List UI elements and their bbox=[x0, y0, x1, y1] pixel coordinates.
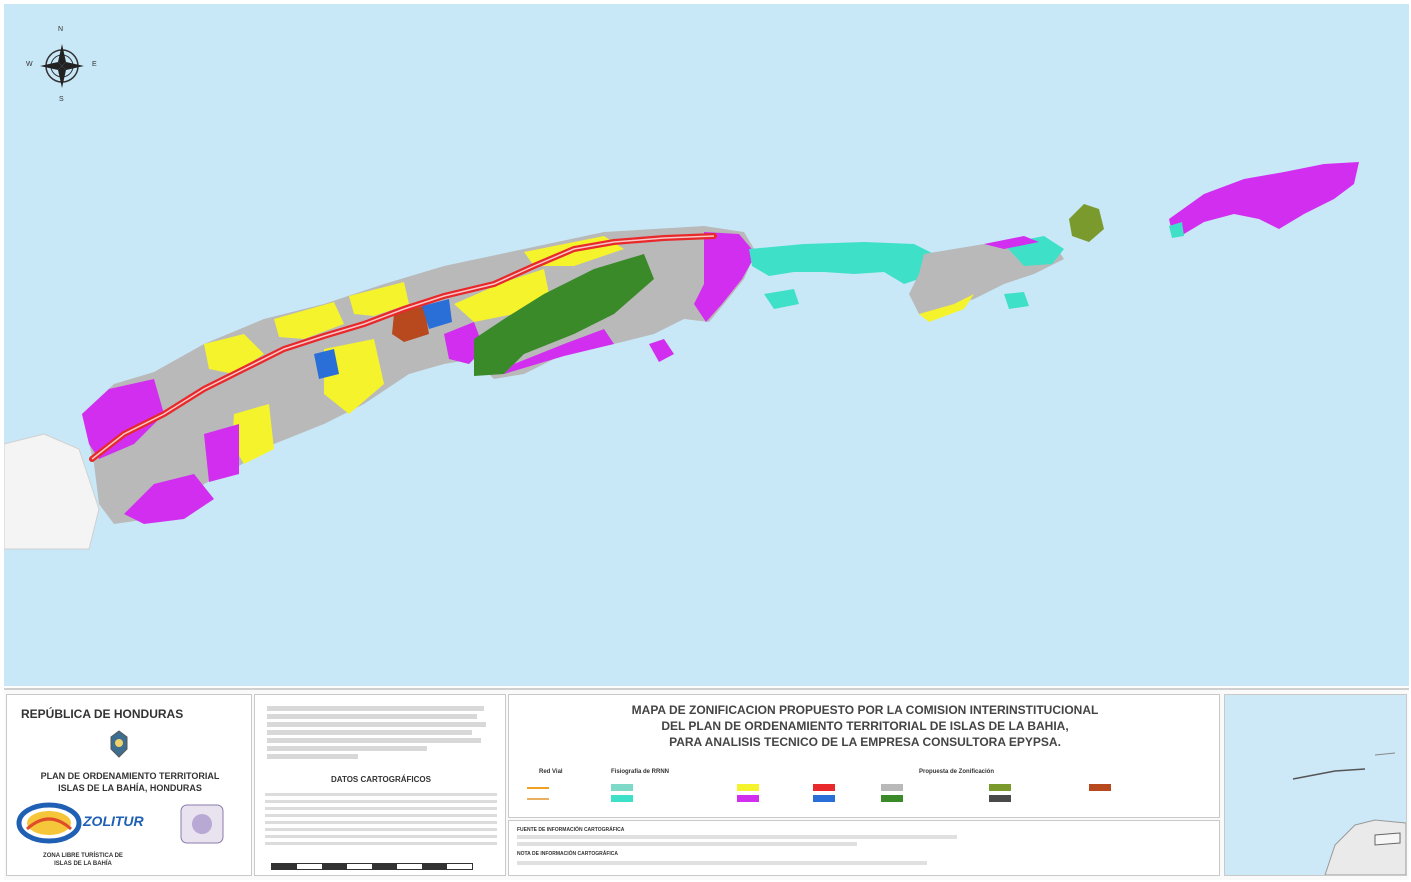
islet-east-cyan bbox=[1004, 292, 1029, 309]
plan-title-1: PLAN DE ORDENAMIENTO TERRITORIAL bbox=[40, 771, 220, 781]
legend-zone-red bbox=[813, 784, 835, 791]
legend-fisiografia-title: Fisiografía de RRNN bbox=[611, 769, 670, 775]
zone-magenta-mid-2 bbox=[204, 424, 239, 482]
legend-zone-blue bbox=[813, 795, 835, 802]
legend-panel: REPÚBLICA DE HONDURAS PLAN DE ORDENAMIEN… bbox=[4, 688, 1409, 880]
legend-road-2 bbox=[527, 798, 549, 800]
zone-yellow-7 bbox=[324, 339, 384, 414]
road-main-inner bbox=[91, 235, 715, 460]
island-cyan bbox=[749, 242, 934, 284]
compass-w: W bbox=[26, 61, 33, 68]
zone-magenta-south-park bbox=[504, 329, 614, 374]
island-east-yellow bbox=[919, 294, 974, 322]
nota-label: NOTA DE INFORMACIÓN CARTOGRÁFICA bbox=[517, 851, 619, 857]
zone-yellow-6 bbox=[232, 404, 274, 464]
compass-n: N bbox=[58, 26, 64, 33]
compass-s: S bbox=[59, 96, 64, 103]
municipal-seal-icon bbox=[177, 799, 227, 847]
zone-magenta-east bbox=[694, 232, 756, 322]
main-title-3: PARA ANALISIS TECNICO DE LA EMPRESA CONS… bbox=[669, 735, 1061, 749]
legend-zone-brown bbox=[1089, 784, 1111, 791]
zolitur-caption-1: ZONA LIBRE TURÍSTICA DE bbox=[43, 853, 123, 859]
islet-cyan-1 bbox=[764, 289, 799, 309]
legend-zone-olive bbox=[989, 784, 1011, 791]
inset-svg bbox=[1292, 752, 1407, 876]
islands-svg bbox=[4, 44, 1359, 550]
zolitur-caption-2: ISLAS DE LA BAHÍA bbox=[54, 861, 112, 867]
zone-brown bbox=[392, 306, 429, 342]
title-legend-box: MAPA DE ZONIFICACION PROPUESTO POR LA CO… bbox=[508, 694, 1220, 818]
zone-green-park bbox=[474, 254, 654, 376]
islet-magenta bbox=[649, 339, 674, 362]
legend-road-1 bbox=[527, 787, 549, 789]
legend-propuesta-title: Propuesta de Zonificación bbox=[919, 769, 995, 775]
coat-of-arms-icon bbox=[107, 729, 131, 759]
zone-yellow-2 bbox=[274, 302, 344, 339]
legend-fisio-1 bbox=[611, 784, 633, 791]
fuente-label: FUENTE DE INFORMACIÓN CARTOGRÁFICA bbox=[517, 827, 625, 833]
zone-blue bbox=[422, 299, 452, 329]
datos-title: DATOS CARTOGRÁFICOS bbox=[330, 775, 431, 784]
main-title-1: MAPA DE ZONIFICACION PROPUESTO POR LA CO… bbox=[631, 703, 1099, 717]
legend-red-vial-title: Red Vial bbox=[539, 769, 563, 775]
main-title-2: DEL PLAN DE ORDENAMIENTO TERRITORIAL DE … bbox=[661, 719, 1069, 733]
zone-yellow-3 bbox=[349, 282, 409, 316]
compass-rose-icon bbox=[40, 44, 84, 88]
legend-zone-grey bbox=[881, 784, 903, 791]
legend-zone-green bbox=[881, 795, 903, 802]
island-guanaja bbox=[1169, 162, 1359, 234]
map-canvas[interactable]: N S W E bbox=[4, 4, 1409, 686]
sources-box: FUENTE DE INFORMACIÓN CARTOGRÁFICA NOTA … bbox=[508, 820, 1220, 876]
zolitur-logo-text: ZOLITUR bbox=[83, 813, 144, 829]
location-inset-map bbox=[1224, 694, 1407, 876]
disclaimer-text-block bbox=[267, 703, 495, 767]
compass-e: E bbox=[92, 61, 97, 68]
datos-box: DATOS CARTOGRÁFICOS bbox=[254, 694, 506, 876]
republic-box: REPÚBLICA DE HONDURAS PLAN DE ORDENAMIEN… bbox=[6, 694, 252, 876]
plan-title-2: ISLAS DE LA BAHÍA, HONDURAS bbox=[58, 783, 202, 793]
mainland bbox=[4, 433, 100, 550]
islet-guanaja-cyan bbox=[1169, 222, 1184, 238]
legend-zone-dark bbox=[989, 795, 1011, 802]
datos-table bbox=[265, 789, 497, 851]
country-title: REPÚBLICA DE HONDURAS bbox=[21, 707, 184, 721]
zone-yellow-4 bbox=[454, 269, 549, 322]
islet-olive bbox=[1069, 204, 1104, 242]
legend-zone-magenta bbox=[737, 795, 759, 802]
zone-blue-2 bbox=[314, 349, 339, 379]
zolitur-logo: ZOLITUR bbox=[13, 799, 153, 849]
zone-magenta-west bbox=[82, 379, 164, 459]
legend-zone-yellow bbox=[737, 784, 759, 791]
scale-bar bbox=[271, 863, 473, 870]
legend-fisio-2 bbox=[611, 795, 633, 802]
island-east-magenta bbox=[984, 236, 1039, 249]
zone-magenta-sw bbox=[124, 474, 214, 524]
